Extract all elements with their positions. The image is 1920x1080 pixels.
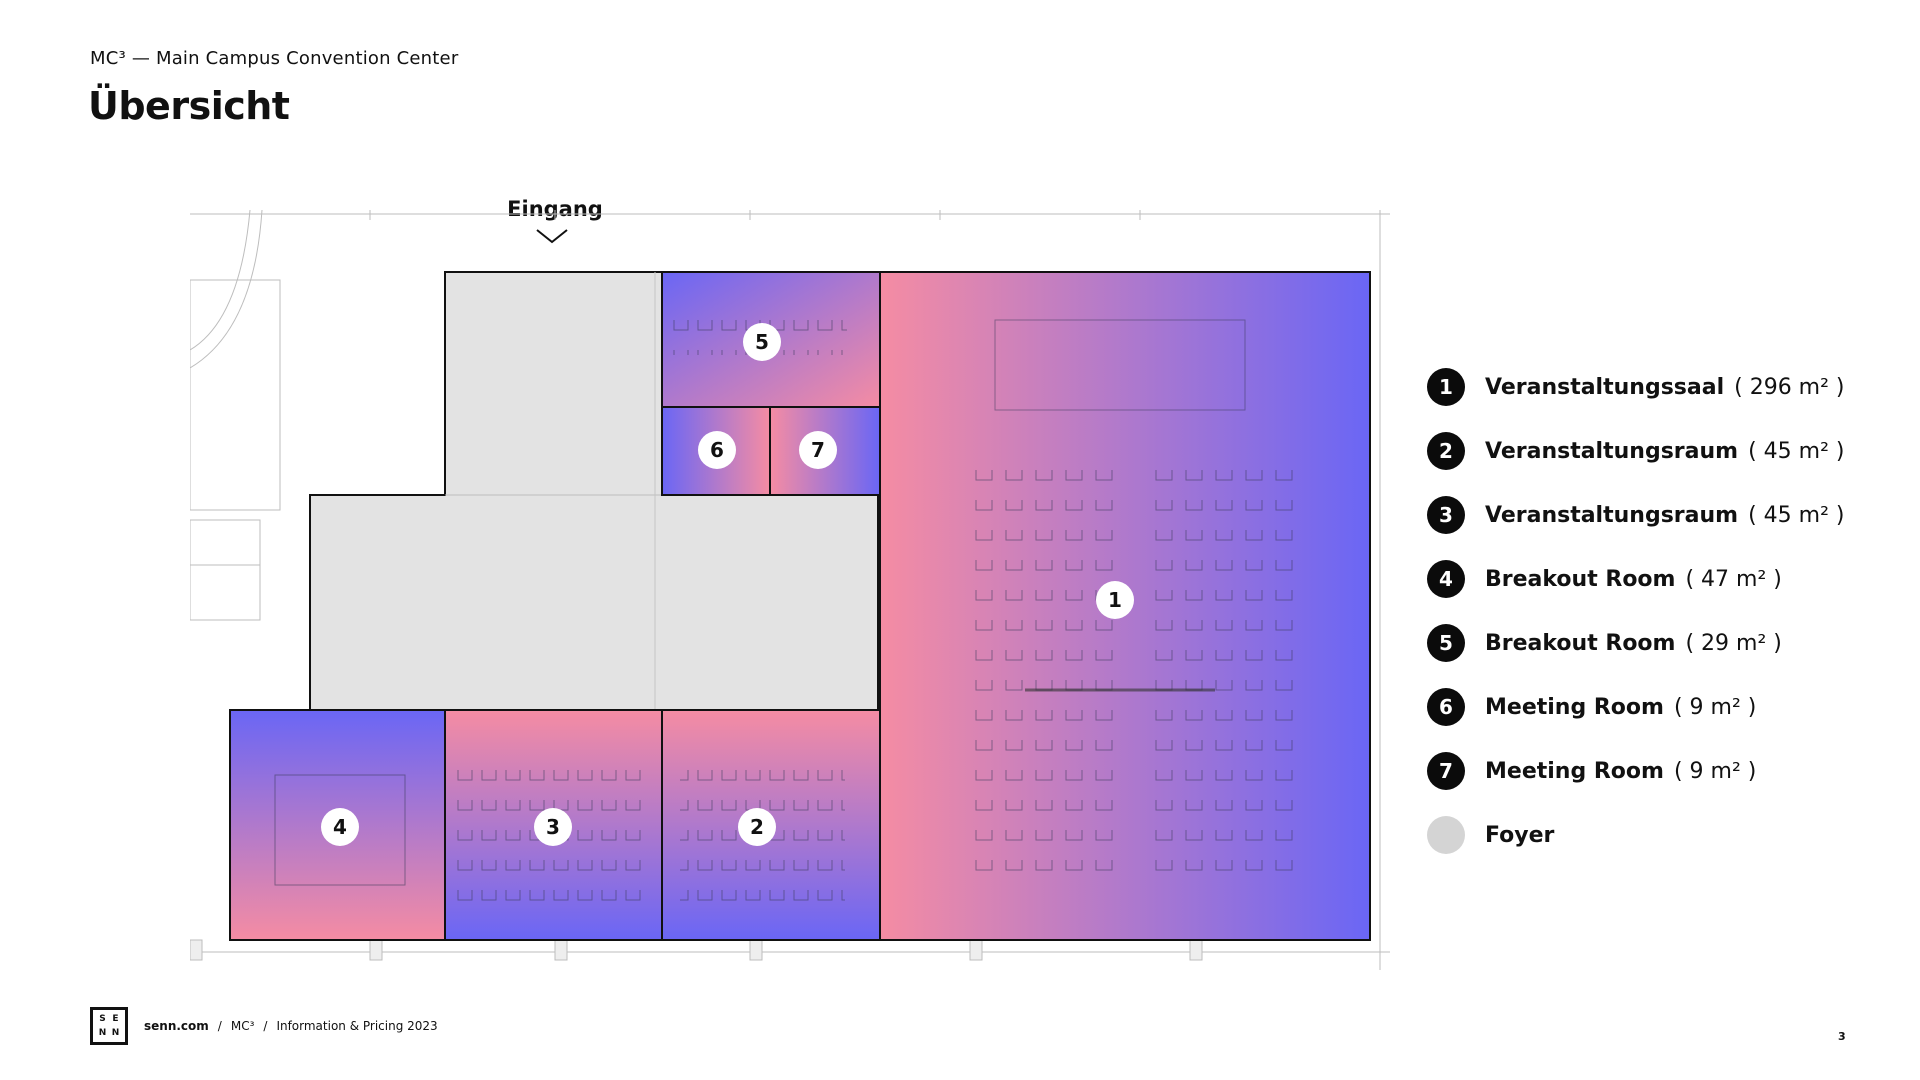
legend-room-size: ( 296 m² ) bbox=[1734, 374, 1845, 400]
legend-room-name: Veranstaltungsraum bbox=[1485, 438, 1739, 464]
legend-room-size: ( 29 m² ) bbox=[1685, 630, 1782, 656]
page-title: Übersicht bbox=[88, 84, 290, 128]
room-marker-label: 5 bbox=[755, 330, 769, 354]
logo-letter: E bbox=[112, 1013, 119, 1024]
legend-marker: 7 bbox=[1427, 752, 1465, 790]
room-4-table bbox=[274, 774, 406, 886]
legend-item-6[interactable]: 6 Meeting Room ( 9 m² ) bbox=[1427, 675, 1845, 739]
legend-item-5[interactable]: 5 Breakout Room ( 29 m² ) bbox=[1427, 611, 1845, 675]
legend-item-2[interactable]: 2 Veranstaltungsraum ( 45 m² ) bbox=[1427, 419, 1845, 483]
senn-logo[interactable]: S E N N bbox=[90, 1007, 128, 1045]
room-marker-1[interactable]: 1 bbox=[1096, 581, 1134, 619]
footer-site-link[interactable]: senn.com bbox=[144, 1019, 209, 1033]
legend-item-4[interactable]: 4 Breakout Room ( 47 m² ) bbox=[1427, 547, 1845, 611]
room-marker-5[interactable]: 5 bbox=[743, 323, 781, 361]
room-legend: 1 Veranstaltungssaal ( 296 m² ) 2 Verans… bbox=[1427, 355, 1845, 867]
footer-separator: / bbox=[217, 1019, 222, 1033]
legend-marker: 6 bbox=[1427, 688, 1465, 726]
legend-room-name: Meeting Room bbox=[1485, 758, 1664, 784]
legend-room-name: Breakout Room bbox=[1485, 566, 1676, 592]
legend-item-3[interactable]: 3 Veranstaltungsraum ( 45 m² ) bbox=[1427, 483, 1845, 547]
legend-room-size: ( 9 m² ) bbox=[1673, 758, 1757, 784]
legend-room-size: ( 45 m² ) bbox=[1748, 502, 1845, 528]
page-number: 3 bbox=[1838, 1030, 1846, 1043]
logo-letter: N bbox=[111, 1027, 120, 1038]
room-marker-label: 2 bbox=[750, 815, 764, 839]
legend-room-size: ( 9 m² ) bbox=[1673, 694, 1757, 720]
legend-room-size: ( 45 m² ) bbox=[1748, 438, 1845, 464]
legend-marker-foyer bbox=[1427, 816, 1465, 854]
legend-item-7[interactable]: 7 Meeting Room ( 9 m² ) bbox=[1427, 739, 1845, 803]
legend-room-name: Veranstaltungsraum bbox=[1485, 502, 1739, 528]
room-marker-3[interactable]: 3 bbox=[534, 808, 572, 846]
legend-item-foyer[interactable]: Foyer bbox=[1427, 803, 1845, 867]
legend-marker: 2 bbox=[1427, 432, 1465, 470]
room-1-seating-left bbox=[965, 455, 1115, 885]
room-marker-2[interactable]: 2 bbox=[738, 808, 776, 846]
page-subtitle: MC³ — Main Campus Convention Center bbox=[90, 48, 459, 69]
floor-plan-svg: 1 2 3 4 5 6 7 bbox=[190, 209, 1390, 970]
legend-room-name: Breakout Room bbox=[1485, 630, 1676, 656]
logo-letter: N bbox=[98, 1027, 107, 1038]
legend-marker: 4 bbox=[1427, 560, 1465, 598]
room-marker-4[interactable]: 4 bbox=[321, 808, 359, 846]
entrance-chevron-icon bbox=[536, 229, 568, 244]
footer-crumb-doc: Information & Pricing 2023 bbox=[276, 1019, 438, 1033]
room-1-stage bbox=[994, 319, 1246, 411]
legend-room-name: Meeting Room bbox=[1485, 694, 1664, 720]
architectural-context bbox=[190, 209, 1390, 970]
footer-crumb-mc3: MC³ bbox=[230, 1019, 255, 1033]
room-marker-6[interactable]: 6 bbox=[698, 431, 736, 469]
floor-plan: 1 2 3 4 5 6 7 bbox=[190, 190, 1390, 970]
room-marker-label: 7 bbox=[811, 438, 825, 462]
legend-marker: 5 bbox=[1427, 624, 1465, 662]
legend-marker: 3 bbox=[1427, 496, 1465, 534]
room-marker-7[interactable]: 7 bbox=[799, 431, 837, 469]
room-marker-label: 1 bbox=[1108, 588, 1122, 612]
legend-item-1[interactable]: 1 Veranstaltungssaal ( 296 m² ) bbox=[1427, 355, 1845, 419]
logo-letter: S bbox=[99, 1013, 106, 1024]
room-1-seating-right bbox=[1145, 455, 1295, 885]
legend-marker: 1 bbox=[1427, 368, 1465, 406]
legend-room-size: ( 47 m² ) bbox=[1685, 566, 1782, 592]
footer: S E N N senn.com / MC³ / Information & P… bbox=[90, 1007, 438, 1045]
room-marker-label: 6 bbox=[710, 438, 724, 462]
footer-separator: / bbox=[263, 1019, 268, 1033]
room-marker-label: 3 bbox=[546, 815, 560, 839]
legend-room-name: Veranstaltungssaal bbox=[1485, 374, 1725, 400]
legend-room-name: Foyer bbox=[1485, 822, 1555, 848]
room-marker-label: 4 bbox=[333, 815, 347, 839]
